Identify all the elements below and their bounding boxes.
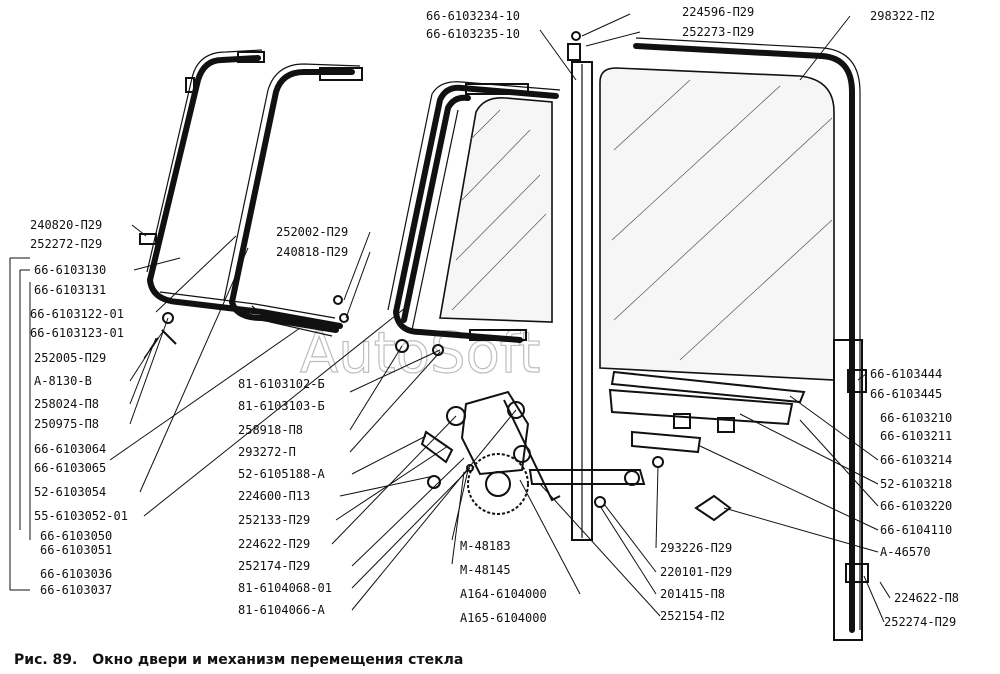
label-81-6103102-b: 81-6103102-Б bbox=[238, 377, 325, 391]
label-258918-p8: 258918-П8 bbox=[238, 423, 303, 437]
figure-number: Рис. 89. bbox=[14, 652, 77, 668]
label-m-48145: М-48145 bbox=[460, 563, 511, 577]
label-224622-p8: 224622-П8 bbox=[894, 591, 959, 605]
label-66-6103050: 66-6103050 bbox=[40, 529, 112, 543]
label-66-6103123-01: 66-6103123-01 bbox=[30, 326, 124, 340]
label-224596-p29: 224596-П29 bbox=[682, 5, 754, 19]
label-66-6104110: 66-6104110 bbox=[880, 523, 952, 537]
label-252274-p29: 252274-П29 bbox=[884, 615, 956, 629]
label-m-48183: М-48183 bbox=[460, 539, 511, 553]
label-55-6103052-01: 55-6103052-01 bbox=[34, 509, 128, 523]
label-240818-p29: 240818-П29 bbox=[276, 245, 348, 259]
sliding-glass-assembly bbox=[387, 81, 561, 356]
window-frame-channel bbox=[223, 63, 363, 337]
label-201415-p8: 201415-П8 bbox=[660, 587, 725, 601]
label-52-6103218: 52-6103218 bbox=[880, 477, 952, 491]
label-66-6103220: 66-6103220 bbox=[880, 499, 952, 513]
label-66-6103051: 66-6103051 bbox=[40, 543, 112, 557]
part-labels: 66-6103234-10 66-6103235-10 224596-П29 2… bbox=[30, 5, 959, 629]
label-66-6103211: 66-6103211 bbox=[880, 429, 952, 443]
label-66-6103131: 66-6103131 bbox=[34, 283, 106, 297]
label-a165-6104000: А165-6104000 bbox=[460, 611, 547, 625]
label-298322-p2: 298322-П2 bbox=[870, 9, 935, 23]
label-252133-p29: 252133-П29 bbox=[238, 513, 310, 527]
label-66-6103214: 66-6103214 bbox=[880, 453, 952, 467]
label-258024-p8: 258024-П8 bbox=[34, 397, 99, 411]
figure-caption: Рис. 89. Окно двери и механизм перемещен… bbox=[14, 652, 463, 668]
label-252154-p2: 252154-П2 bbox=[660, 609, 725, 623]
label-81-6104066-a: 81-6104066-А bbox=[238, 603, 325, 617]
leader-lines bbox=[9, 13, 891, 623]
label-52-6105188-a: 52-6105188-А bbox=[238, 467, 325, 481]
label-81-6103103-b: 81-6103103-Б bbox=[238, 399, 325, 413]
label-81-6104068-01: 81-6104068-01 bbox=[238, 581, 332, 595]
window-frame-rear bbox=[146, 49, 343, 329]
label-66-6103065: 66-6103065 bbox=[34, 461, 106, 475]
label-224622-p29: 224622-П29 bbox=[238, 537, 310, 551]
label-293272-p: 293272-П bbox=[238, 445, 296, 459]
label-240820-p29: 240820-П29 bbox=[30, 218, 102, 232]
figure-title: Окно двери и механизм перемещения стекла bbox=[92, 652, 463, 668]
label-252273-p29: 252273-П29 bbox=[682, 25, 754, 39]
label-66-6103130: 66-6103130 bbox=[34, 263, 106, 277]
label-252272-p29: 252272-П29 bbox=[30, 237, 102, 251]
label-66-6103235-10: 66-6103235-10 bbox=[426, 27, 520, 41]
label-66-6103444: 66-6103444 bbox=[870, 367, 942, 381]
guide-rail-vertical bbox=[567, 31, 593, 541]
label-66-6103234-10: 66-6103234-10 bbox=[426, 9, 520, 23]
window-regulator bbox=[420, 390, 664, 515]
door-frame-glass bbox=[599, 37, 869, 641]
label-293226-p29: 293226-П29 bbox=[660, 541, 732, 555]
label-66-6103445: 66-6103445 bbox=[870, 387, 942, 401]
label-a-8130-v: А-8130-В bbox=[34, 374, 92, 388]
label-52-6103054: 52-6103054 bbox=[34, 485, 106, 499]
label-a164-6104000: А164-6104000 bbox=[460, 587, 547, 601]
label-220101-p29: 220101-П29 bbox=[660, 565, 732, 579]
label-252005-p29: 252005-П29 bbox=[34, 351, 106, 365]
label-66-6103122-01: 66-6103122-01 bbox=[30, 307, 124, 321]
label-a-46570: А-46570 bbox=[880, 545, 931, 559]
label-66-6103210: 66-6103210 bbox=[880, 411, 952, 425]
label-224600-p13: 224600-П13 bbox=[238, 489, 310, 503]
label-66-6103036: 66-6103036 bbox=[40, 567, 112, 581]
label-252174-p29: 252174-П29 bbox=[238, 559, 310, 573]
label-250975-p8: 250975-П8 bbox=[34, 417, 99, 431]
label-66-6103064: 66-6103064 bbox=[34, 442, 106, 456]
label-66-6103037: 66-6103037 bbox=[40, 583, 112, 597]
label-252002-p29: 252002-П29 bbox=[276, 225, 348, 239]
